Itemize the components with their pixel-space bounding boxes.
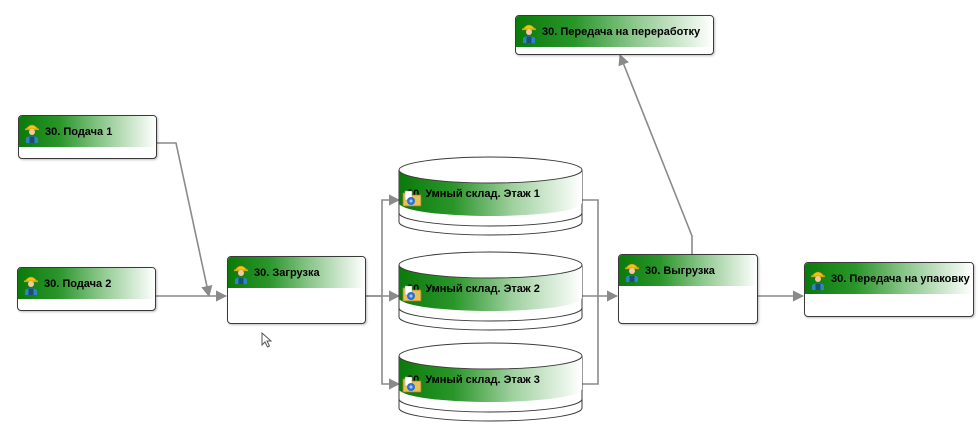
node-label: 30. Передача на упаковку [831, 272, 970, 285]
cylinder-shape [398, 251, 583, 331]
node-packing[interactable]: 30. Передача на упаковку [804, 262, 974, 317]
folder-icon [402, 376, 422, 393]
node-label: 30. Выгрузка [645, 264, 715, 277]
node-unloading[interactable]: 30. Выгрузка [618, 254, 758, 324]
edge-floor3-unloading[interactable] [582, 296, 599, 385]
node-label: 30. Умный склад. Этаж 3 [407, 374, 540, 386]
node-label: 30. Загрузка [254, 266, 320, 279]
folder-icon [402, 190, 422, 207]
worker-icon [522, 24, 536, 43]
edge-unloading-reprocess[interactable] [618, 53, 693, 254]
worker-icon [24, 276, 38, 295]
node-loading[interactable]: 30. Загрузка [227, 256, 366, 324]
node-label: 30. Передача на переработку [542, 25, 701, 38]
worker-icon [25, 124, 39, 143]
node-floor2[interactable]: 30. Умный склад. Этаж 2 [398, 251, 583, 333]
worker-icon [811, 271, 825, 290]
edge-floor1-unloading[interactable] [582, 199, 599, 296]
edge-loading-floor3[interactable] [381, 296, 401, 390]
node-label: 30. Подача 2 [44, 277, 112, 290]
node-reprocess[interactable]: 30. Передача на переработку [515, 15, 714, 55]
cylinder-shape [398, 342, 583, 422]
node-label: 30. Умный склад. Этаж 2 [407, 283, 540, 295]
node-feed1[interactable]: 30. Подача 1 [18, 115, 157, 159]
node-feed2[interactable]: 30. Подача 2 [17, 267, 156, 311]
folder-icon [402, 285, 422, 302]
cylinder-shape [398, 156, 583, 236]
edge-loading-floor1[interactable] [366, 194, 401, 297]
worker-icon [625, 263, 639, 282]
node-floor1[interactable]: 30. Умный склад. Этаж 1 [398, 156, 583, 238]
mouse-cursor-icon [261, 332, 273, 348]
worker-icon [234, 265, 248, 284]
edge-feed1-loading[interactable] [156, 142, 213, 298]
node-floor3[interactable]: 30. Умный склад. Этаж 3 [398, 342, 583, 424]
node-label: 30. Умный склад. Этаж 1 [407, 188, 540, 200]
node-label: 30. Подача 1 [45, 125, 113, 138]
